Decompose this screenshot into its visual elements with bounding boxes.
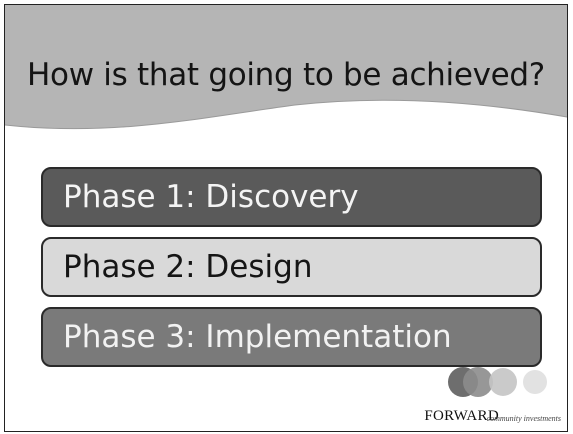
logo-wordmark: FORWARD [424,408,499,424]
phase-3-box: Phase 3: Implementation [41,307,542,367]
forward-logo: FORWARD community investments [411,365,561,425]
phase-2-box: Phase 2: Design [41,237,542,297]
slide: How is that going to be achieved? Phase … [4,4,568,432]
header-wave-band [5,5,567,130]
logo-tagline: community investments [486,414,561,423]
slide-title: How is that going to be achieved? [27,57,545,93]
phase-3-label: Phase 3: Implementation [63,319,452,355]
logo-circles-icon [448,367,547,397]
phase-2-label: Phase 2: Design [63,249,313,285]
phase-1-label: Phase 1: Discovery [63,179,359,215]
phase-1-box: Phase 1: Discovery [41,167,542,227]
